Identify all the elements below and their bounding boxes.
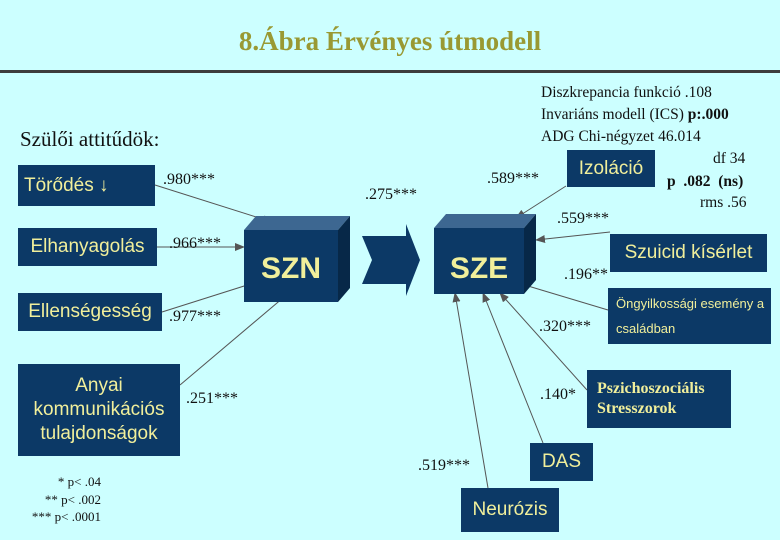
note-line: ** p< .002 bbox=[44, 491, 101, 507]
coef-elhanyagolas: .966*** bbox=[169, 235, 221, 252]
node-pszicho: Pszichoszociális Stresszorok bbox=[587, 370, 731, 428]
arrow-das-sze bbox=[482, 292, 544, 444]
significance-notes: * p< .04 ** p< .002 *** p< .0001 bbox=[32, 473, 101, 526]
szn-cube: SZN bbox=[244, 216, 350, 302]
node-izolacio: Izoláció bbox=[567, 150, 655, 187]
stat-chi-square: ADG Chi-négyzet 46.014 bbox=[541, 128, 701, 145]
coef-neurozis: .519*** bbox=[418, 457, 470, 474]
arrow-szuicid-sze bbox=[535, 231, 611, 244]
node-neurozis: Neurózis bbox=[461, 488, 559, 532]
arrow-ellensegesseg-szn bbox=[161, 279, 261, 313]
section-label: Szülői attitűdök: bbox=[20, 127, 160, 151]
sze-cube: SZE bbox=[434, 214, 536, 294]
coef-pszicho: .140* bbox=[540, 386, 576, 403]
node-szuicid: Szuicid kísérlet bbox=[610, 234, 767, 272]
arrow-izolacio-sze bbox=[515, 185, 567, 219]
szn-label: SZN bbox=[261, 252, 321, 285]
stat-discrepancy: Diszkrepancia funkció .108 bbox=[541, 84, 712, 101]
arrow-anyai-szn bbox=[179, 291, 291, 386]
title-divider bbox=[0, 70, 780, 73]
node-ongyilkossagi: Öngyilkossági esemény a családban bbox=[608, 288, 771, 344]
arrow-pszicho-sze bbox=[499, 292, 588, 391]
note-line: * p< .04 bbox=[57, 474, 101, 489]
coef-anyai: .251*** bbox=[186, 390, 238, 407]
node-torodes: Törődés ↓ bbox=[18, 165, 155, 206]
node-anyai: Anyai kommunikációs tulajdonságok bbox=[18, 364, 180, 456]
coef-szuicid: .559*** bbox=[557, 210, 609, 227]
coef-ongyilkossagi-320: .320*** bbox=[539, 318, 591, 335]
node-das: DAS bbox=[530, 443, 593, 481]
stat-p: p .082 (ns) bbox=[667, 173, 744, 190]
diagram-title: 8.Ábra Érvényes útmodell bbox=[238, 26, 542, 56]
big-arrow bbox=[362, 224, 420, 296]
arrow-ongyilkossagi-sze bbox=[517, 281, 609, 311]
coef-szn-sze: .275*** bbox=[365, 186, 417, 203]
arrow-torodes-szn bbox=[154, 184, 273, 224]
note-line: *** p< .0001 bbox=[31, 509, 101, 524]
coef-izolacio: .589*** bbox=[487, 170, 539, 187]
stat-invariant: Invariáns modell (ICS) p:.000 bbox=[541, 106, 729, 123]
coef-ongyilkossagi: .196** bbox=[564, 266, 608, 283]
node-ellensegesseg: Ellenségesség bbox=[18, 293, 162, 331]
node-elhanyagolas: Elhanyagolás bbox=[18, 228, 157, 266]
stat-rms: rms .56 bbox=[700, 194, 747, 211]
arrow-neurozis-sze bbox=[452, 292, 489, 489]
coef-torodes: .980*** bbox=[163, 171, 215, 188]
coef-ellensegesseg: .977*** bbox=[169, 308, 221, 325]
sze-label: SZE bbox=[450, 252, 508, 285]
stat-df: df 34 bbox=[713, 150, 746, 167]
